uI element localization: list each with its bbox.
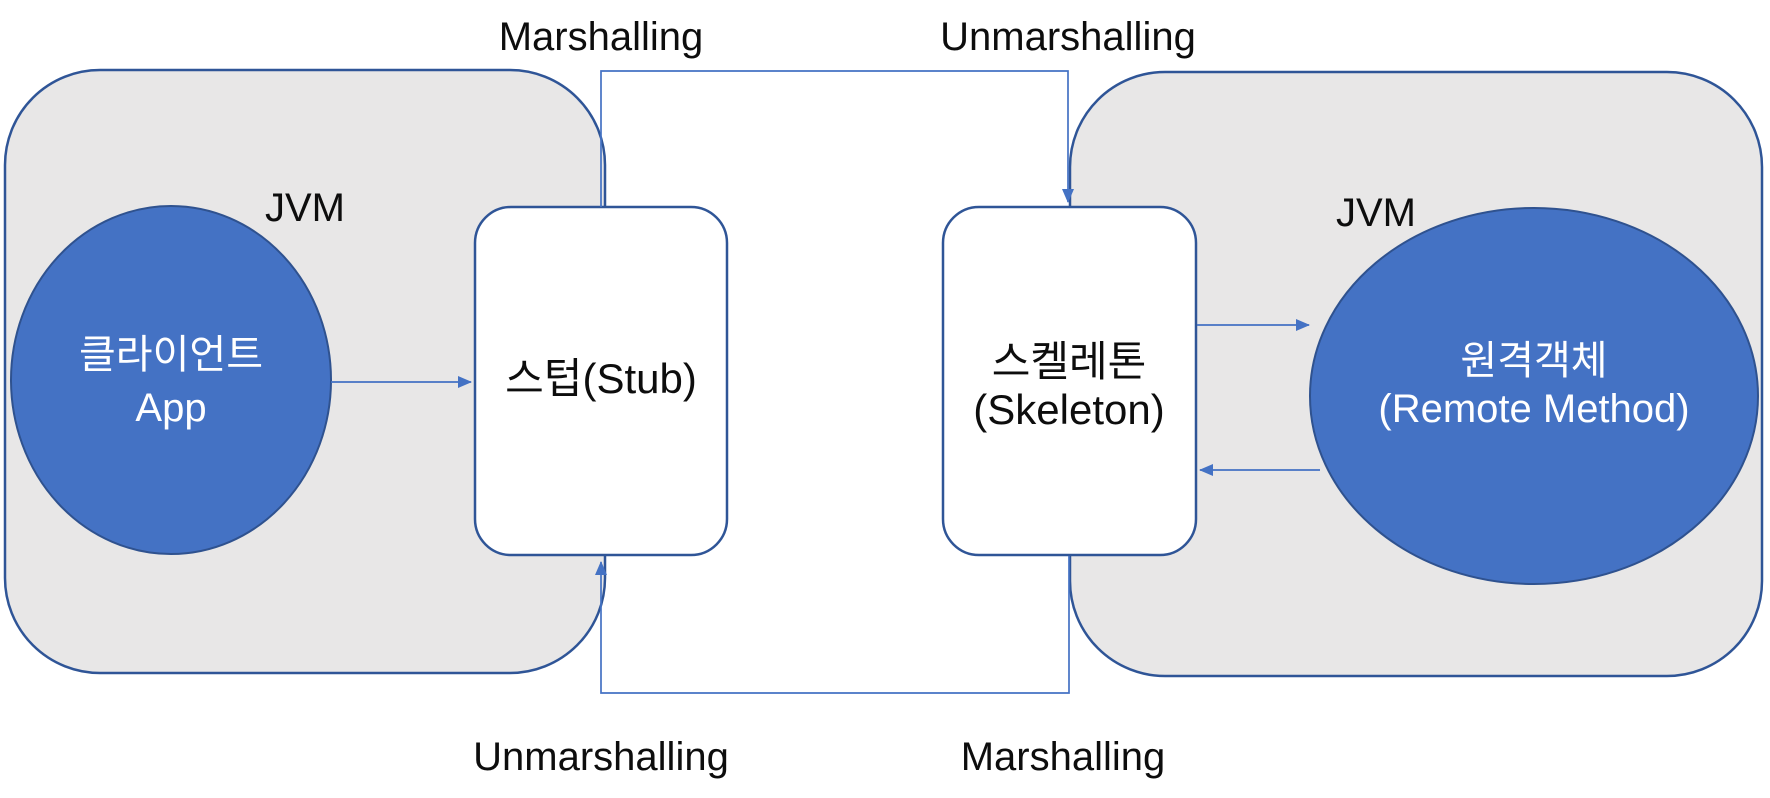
remote-object-node — [1309, 207, 1759, 585]
stub-label: 스텁(Stub) — [505, 355, 697, 402]
connector-stub-to-skeleton-top — [600, 70, 1074, 207]
unmarshalling-label-top: Unmarshalling — [940, 15, 1196, 59]
skeleton-label-line2: (Skeleton) — [973, 386, 1164, 433]
client-app-label-line1: 클라이언트 — [79, 333, 263, 377]
marshalling-label-top: Marshalling — [499, 15, 704, 59]
jvm-label-right: JVM — [1336, 191, 1416, 235]
remote-object-label-line2: (Remote Method) — [1378, 387, 1689, 431]
skeleton-node — [941, 205, 1198, 557]
client-app-label-line2: App — [135, 386, 206, 430]
marshalling-label-bottom: Marshalling — [961, 735, 1166, 779]
client-app-node — [10, 205, 332, 555]
skeleton-label-line1: 스켈레톤 — [992, 338, 1147, 385]
jvm-label-left: JVM — [265, 186, 345, 230]
remote-object-label-line1: 원격객체 — [1460, 339, 1607, 383]
unmarshalling-label-bottom: Unmarshalling — [473, 735, 729, 779]
connector-skeleton-to-stub-bottom — [595, 556, 1070, 694]
